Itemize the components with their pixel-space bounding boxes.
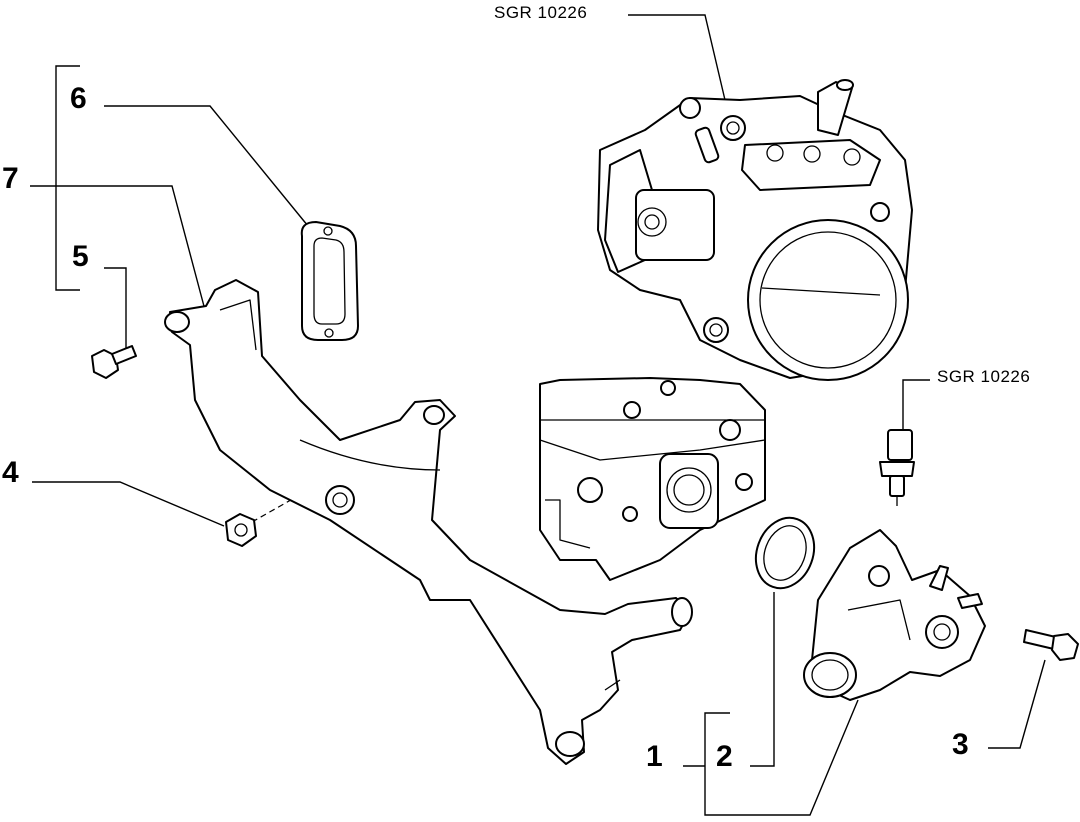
thermostat-housing <box>803 529 986 701</box>
callout-1: 1 <box>646 740 663 773</box>
leader-4 <box>32 481 225 527</box>
reference-code-top: SGR 10226 <box>494 3 588 22</box>
callout-4: 4 <box>2 456 19 489</box>
callout-2: 2 <box>716 740 733 773</box>
callout-7: 7 <box>2 162 19 195</box>
bolt-5 <box>91 345 137 379</box>
leader-6 <box>104 105 309 227</box>
callout-5: 5 <box>72 240 89 273</box>
gasket <box>300 221 359 341</box>
leader-7 <box>30 185 206 311</box>
callout-3: 3 <box>952 728 969 761</box>
cylinder-head <box>539 377 766 581</box>
bracket-group-7 <box>55 65 80 291</box>
bolt-3 <box>1023 629 1079 661</box>
nut-4 <box>225 513 257 547</box>
o-ring <box>754 516 816 590</box>
callout-6: 6 <box>70 82 87 115</box>
reference-code-right: SGR 10226 <box>937 367 1031 386</box>
leader-3 <box>988 659 1046 749</box>
temperature-sensor <box>879 429 915 506</box>
leader-5 <box>104 267 127 348</box>
throttle-body <box>597 79 913 381</box>
leader-2 <box>750 592 775 767</box>
bracket-group-1 <box>704 699 859 816</box>
coolant-pipe <box>164 279 693 765</box>
leader-lines <box>30 14 1046 816</box>
leader-ref-top <box>628 14 726 101</box>
leader-ref-right <box>902 379 930 430</box>
